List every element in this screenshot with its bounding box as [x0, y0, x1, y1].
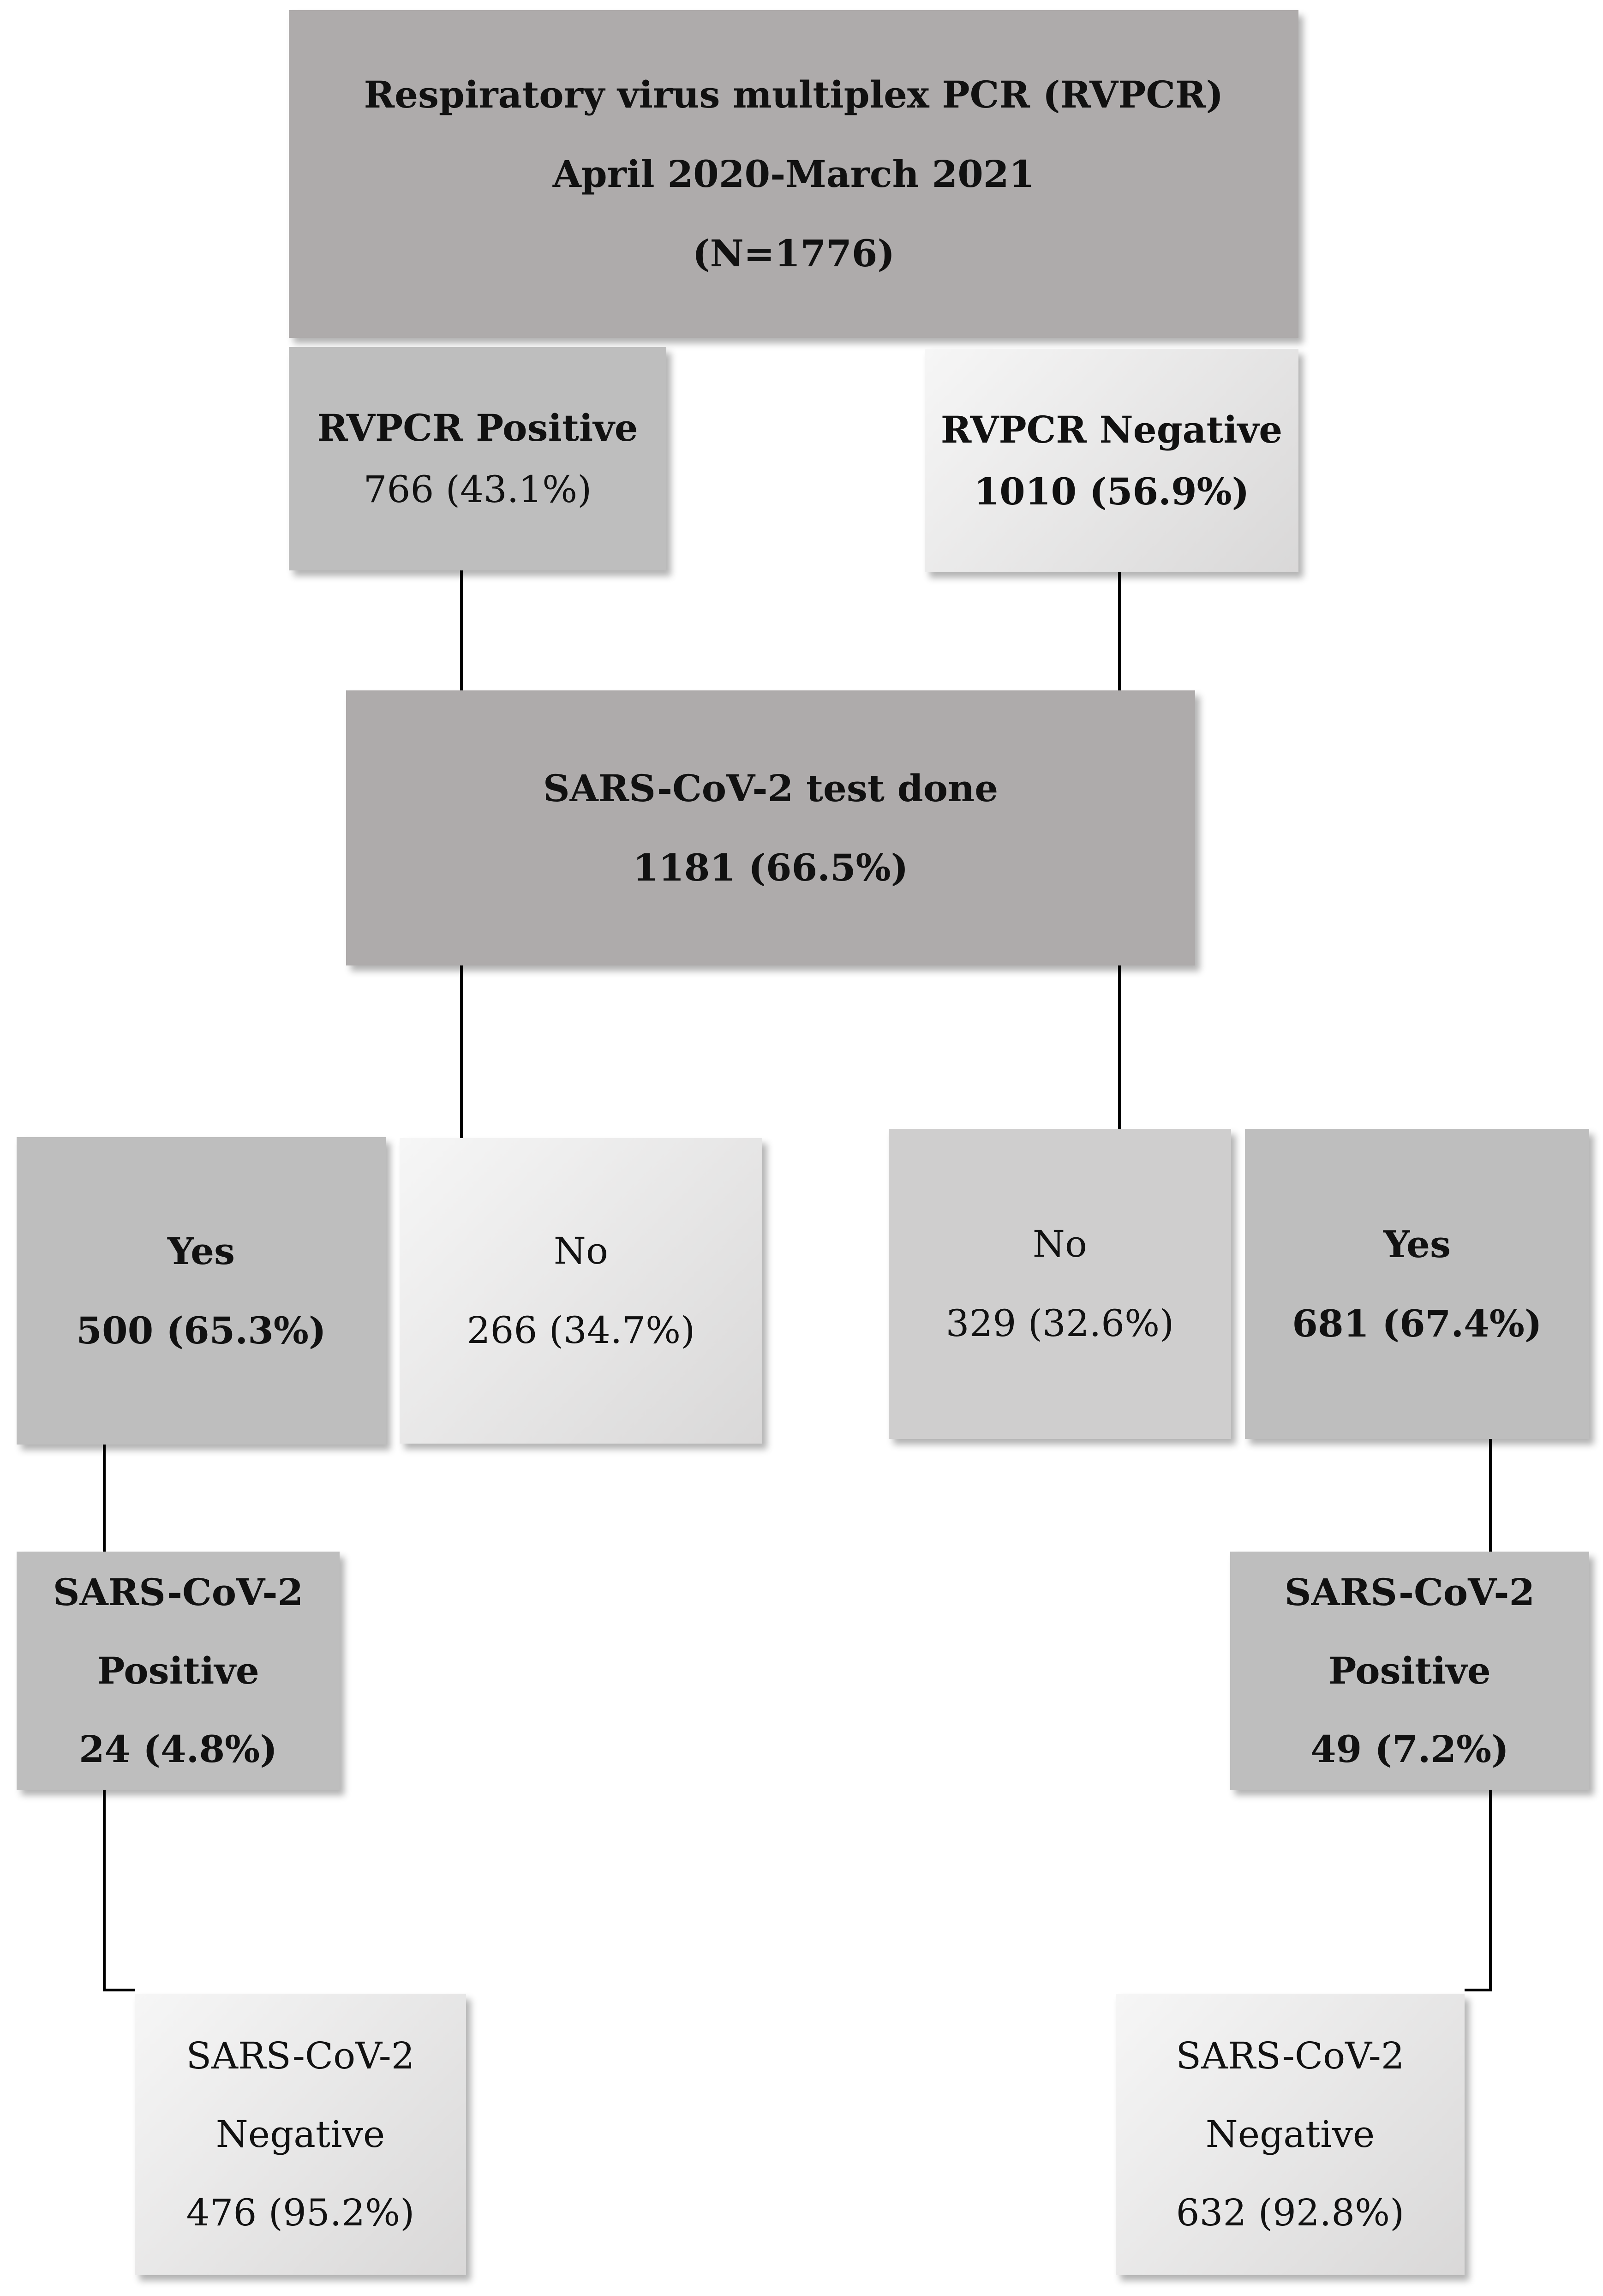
left-sars-positive-count: 24 (4.8%) [78, 1727, 278, 1771]
left-sars-positive-result: Positive [97, 1649, 259, 1692]
right-sars-negative-label: SARS-CoV-2 [1176, 2034, 1405, 2077]
connector-right-sars-positive-to-negative [1465, 1790, 1492, 1991]
neg-yes-count: 681 (67.4%) [1292, 1302, 1542, 1345]
root-box: Respiratory virus multiplex PCR (RVPCR) … [289, 10, 1298, 338]
rvpcr-positive-count: 766 (43.1%) [363, 468, 592, 511]
right-sars-positive-label: SARS-CoV-2 [1284, 1571, 1535, 1614]
neg-no-label: No [1032, 1223, 1088, 1265]
pos-no-count: 266 (34.7%) [467, 1309, 695, 1352]
neg-yes-label: Yes [1383, 1223, 1451, 1266]
pos-yes-count: 500 (65.3%) [76, 1309, 326, 1352]
right-sars-positive-result: Positive [1328, 1649, 1491, 1692]
sars-test-done-box: SARS-CoV-2 test done 1181 (66.5%) [346, 690, 1195, 965]
pos-no-box: No 266 (34.7%) [400, 1138, 762, 1444]
root-period: April 2020-March 2021 [552, 152, 1035, 196]
rvpcr-negative-label: RVPCR Negative [940, 408, 1283, 451]
root-count: (N=1776) [692, 232, 895, 275]
left-sars-negative-label: SARS-CoV-2 [186, 2034, 415, 2077]
right-sars-positive-box: SARS-CoV-2 Positive 49 (7.2%) [1230, 1552, 1589, 1790]
sars-test-done-count: 1181 (66.5%) [633, 846, 909, 889]
right-sars-negative-count: 632 (92.8%) [1176, 2191, 1405, 2234]
connector-left-sars-positive-to-negative [103, 1790, 135, 1991]
sars-test-done-label: SARS-CoV-2 test done [543, 767, 999, 810]
pos-no-label: No [553, 1229, 609, 1272]
rvpcr-positive-label: RVPCR Positive [317, 406, 638, 450]
left-sars-negative-result: Negative [215, 2113, 385, 2156]
root-title: Respiratory virus multiplex PCR (RVPCR) [364, 73, 1224, 116]
rvpcr-positive-box: RVPCR Positive 766 (43.1%) [289, 347, 666, 570]
rvpcr-negative-count: 1010 (56.9%) [974, 470, 1250, 513]
left-sars-positive-label: SARS-CoV-2 [53, 1571, 304, 1614]
neg-yes-box: Yes 681 (67.4%) [1245, 1129, 1589, 1439]
right-sars-positive-count: 49 (7.2%) [1310, 1727, 1509, 1771]
left-sars-negative-count: 476 (95.2%) [186, 2191, 415, 2234]
rvpcr-negative-box: RVPCR Negative 1010 (56.9%) [925, 349, 1298, 572]
left-sars-negative-box: SARS-CoV-2 Negative 476 (95.2%) [135, 1994, 466, 2275]
left-sars-positive-box: SARS-CoV-2 Positive 24 (4.8%) [17, 1552, 340, 1790]
pos-yes-box: Yes 500 (65.3%) [17, 1137, 386, 1445]
neg-no-box: No 329 (32.6%) [889, 1129, 1231, 1439]
neg-no-count: 329 (32.6%) [945, 1302, 1174, 1345]
right-sars-negative-box: SARS-CoV-2 Negative 632 (92.8%) [1116, 1994, 1465, 2275]
right-sars-negative-result: Negative [1205, 2113, 1375, 2156]
pos-yes-label: Yes [167, 1229, 235, 1273]
